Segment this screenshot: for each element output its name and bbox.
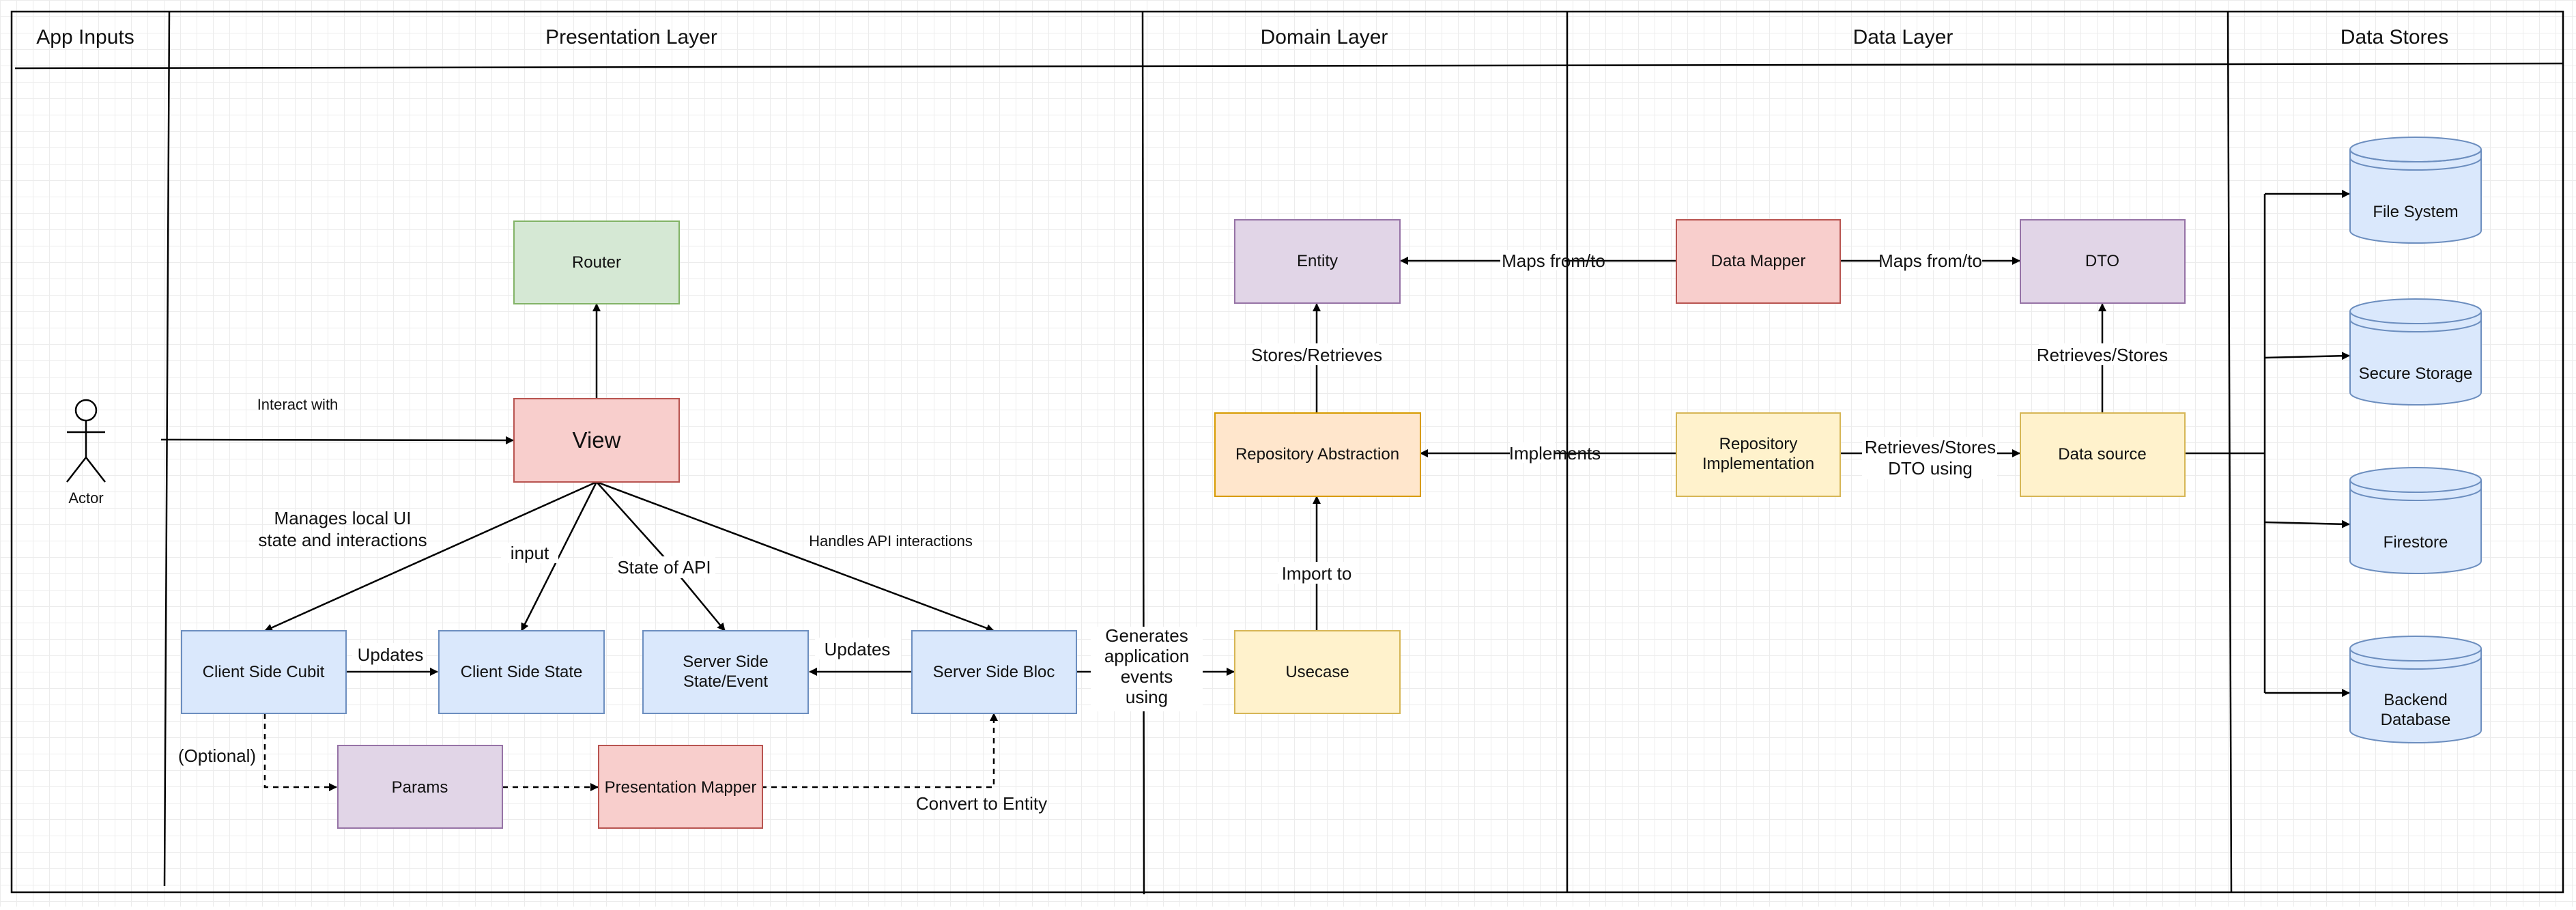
diagram-border (10, 10, 2564, 894)
dto-label: DTO (2085, 252, 2119, 270)
router-label: Router (572, 253, 621, 272)
generates-label-line1: Generates (1105, 625, 1188, 646)
maps-from-to-right-label: Maps from/to (1878, 251, 1982, 271)
state-of-api-label: State of API (617, 557, 711, 578)
generates-label-line2: application (1104, 646, 1189, 666)
secure-storage-label: Secure Storage (2359, 365, 2473, 383)
lane-title-stores: Data Stores (2341, 26, 2448, 48)
usecase-label: Usecase (1285, 663, 1349, 681)
backend-database-label-line2: Database (2381, 711, 2451, 729)
lane-divider-data (2227, 11, 2233, 893)
lane-title-app-inputs: App Inputs (36, 26, 134, 48)
usecase-box[interactable] (1234, 630, 1401, 714)
convert-to-entity-label: Convert to Entity (916, 793, 1047, 814)
manages-local-ui-label-line2: state and interactions (258, 530, 427, 550)
presentation-mapper-label: Presentation Mapper (605, 778, 757, 797)
data-mapper-box[interactable] (1676, 219, 1841, 304)
entity-box[interactable] (1234, 219, 1401, 304)
edge-bus-firestore (2264, 520, 2350, 528)
entity-label: Entity (1297, 252, 1338, 270)
view-box[interactable] (513, 398, 680, 483)
repository-abstraction-label: Repository Abstraction (1235, 445, 1399, 464)
actor-icon (66, 399, 106, 483)
generates-label-line3: events (1121, 666, 1173, 687)
edge-view-cubit (264, 481, 597, 632)
import-to-label: Import to (1282, 563, 1352, 584)
file-system-label: File System (2373, 203, 2458, 221)
stores-retrieves-label: Stores/Retrieves (1251, 345, 1382, 365)
backend-database-label-line1: Backend (2384, 691, 2447, 709)
retrieves-stores-dto-label-line1: Retrieves/Stores (1865, 437, 1996, 457)
optional-label: (Optional) (178, 745, 256, 766)
backend-database-cylinder[interactable] (2349, 636, 2482, 743)
server-bloc-label: Server Side Bloc (933, 663, 1055, 681)
dto-box[interactable] (2020, 219, 2186, 304)
view-label: View (573, 427, 621, 453)
client-cubit-box[interactable] (181, 630, 347, 714)
lane-title-presentation: Presentation Layer (545, 26, 717, 48)
params-box[interactable] (337, 745, 503, 829)
data-store-cylinders (2349, 137, 2482, 743)
repository-implementation-label-line1: Repository (1719, 435, 1798, 453)
handles-api-label: Handles API interactions (809, 532, 973, 550)
data-source-label: Data source (2058, 445, 2146, 464)
header-divider (14, 62, 2563, 70)
generates-label-line4: using (1126, 687, 1168, 707)
secure-storage-cylinder[interactable] (2349, 298, 2482, 406)
firestore-cylinder[interactable] (2349, 467, 2482, 574)
edge-view-client-state (520, 481, 598, 631)
server-bloc-box[interactable] (911, 630, 1077, 714)
server-state-label-line1: Server Side (683, 653, 768, 671)
presentation-mapper-box[interactable] (598, 745, 763, 829)
edge-label-backgrounds (352, 250, 2166, 711)
updates-server-label: Updates (825, 639, 891, 659)
retrieves-stores-label: Retrieves/Stores (2037, 345, 2168, 365)
retrieves-stores-dto-label-line2: DTO using (1888, 458, 1973, 479)
maps-from-to-left-label: Maps from/to (1502, 251, 1605, 271)
data-source-box[interactable] (2020, 412, 2186, 497)
lane-divider-app-inputs (163, 11, 171, 887)
swimlane-frame (10, 10, 2564, 895)
edge-view-server-bloc (596, 481, 994, 632)
router-box[interactable] (513, 221, 680, 304)
edge-bus-secure-storage (2264, 352, 2350, 360)
file-system-cylinder[interactable] (2349, 137, 2482, 244)
server-state-label-line2: State/Event (683, 672, 768, 691)
data-mapper-label: Data Mapper (1711, 252, 1806, 270)
server-state-box[interactable] (642, 630, 809, 714)
repository-abstraction-box[interactable] (1214, 412, 1421, 497)
repository-implementation-box[interactable] (1676, 412, 1841, 497)
client-cubit-label: Client Side Cubit (203, 663, 325, 681)
updates-client-label: Updates (358, 644, 424, 665)
input-label: input (511, 543, 549, 563)
client-state-box[interactable] (438, 630, 605, 714)
lane-title-data: Data Layer (1853, 26, 1954, 48)
actor-label: Actor (68, 489, 103, 507)
edge-mapper-bloc (761, 713, 998, 788)
repository-implementation-label-line2: Implementation (1702, 455, 1814, 473)
edge-cubit-params (263, 713, 337, 791)
firestore-label: Firestore (2384, 533, 2448, 552)
implements-label: Implements (1509, 443, 1601, 464)
manages-local-ui-label-line1: Manages local UI (274, 508, 412, 528)
params-label: Params (392, 778, 448, 797)
client-state-label: Client Side State (461, 663, 583, 681)
lane-title-domain: Domain Layer (1261, 26, 1388, 48)
lane-divider-presentation (1141, 11, 1145, 895)
interact-with-label: Interact with (257, 396, 339, 413)
